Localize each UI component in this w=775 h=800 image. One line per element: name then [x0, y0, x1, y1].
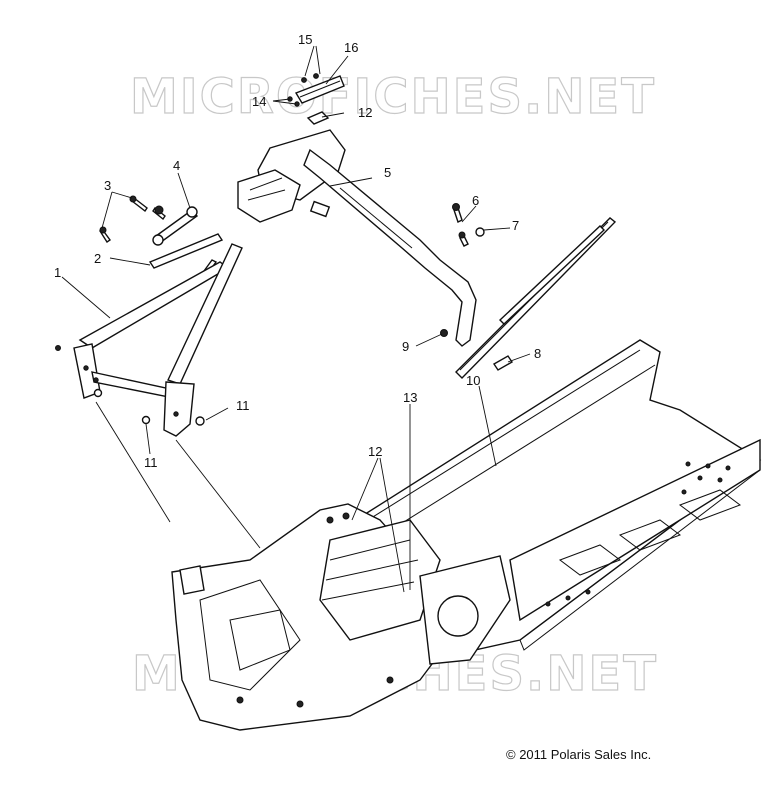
- callout-4: 4: [173, 158, 180, 173]
- watermark-top: MICROFICHES.NET: [130, 69, 656, 125]
- bolt-9: [440, 329, 448, 337]
- callout-6: 6: [472, 193, 479, 208]
- callout-labels: 15 16 14 12 3 4 5 6 7 2 1 9 8 10 13 11 1…: [54, 32, 541, 470]
- callout-3: 3: [104, 178, 111, 193]
- clip-8: [493, 355, 513, 371]
- decal-plate-16: [294, 75, 345, 104]
- nut-7: [475, 227, 485, 237]
- leader-lines: [61, 45, 531, 593]
- front-frame-1: [73, 243, 243, 437]
- callout-11-lower: 11: [144, 455, 158, 470]
- callout-7: 7: [512, 218, 519, 233]
- fasteners-11: [55, 345, 205, 426]
- callout-15: 15: [298, 32, 312, 47]
- link-arm-4: [152, 206, 199, 246]
- bulkhead-assembly: [171, 503, 511, 731]
- callout-12-top: 12: [358, 105, 372, 120]
- callout-12-bottom: 12: [368, 444, 382, 459]
- copyright-notice: © 2011 Polaris Sales Inc.: [506, 747, 652, 762]
- callout-11-right: 11: [236, 398, 250, 413]
- callout-9: 9: [402, 339, 409, 354]
- steering-support-5: [237, 129, 477, 347]
- bolt-6: [452, 203, 469, 247]
- callout-14: 14: [252, 94, 266, 109]
- callout-8: 8: [534, 346, 541, 361]
- callout-2: 2: [94, 251, 101, 266]
- callout-16: 16: [344, 40, 358, 55]
- rail-strips: [455, 217, 617, 379]
- callout-1: 1: [54, 265, 61, 280]
- decal-12-top: [306, 111, 330, 125]
- callout-10: 10: [466, 373, 480, 388]
- callout-13: 13: [403, 390, 417, 405]
- callout-5: 5: [384, 165, 391, 180]
